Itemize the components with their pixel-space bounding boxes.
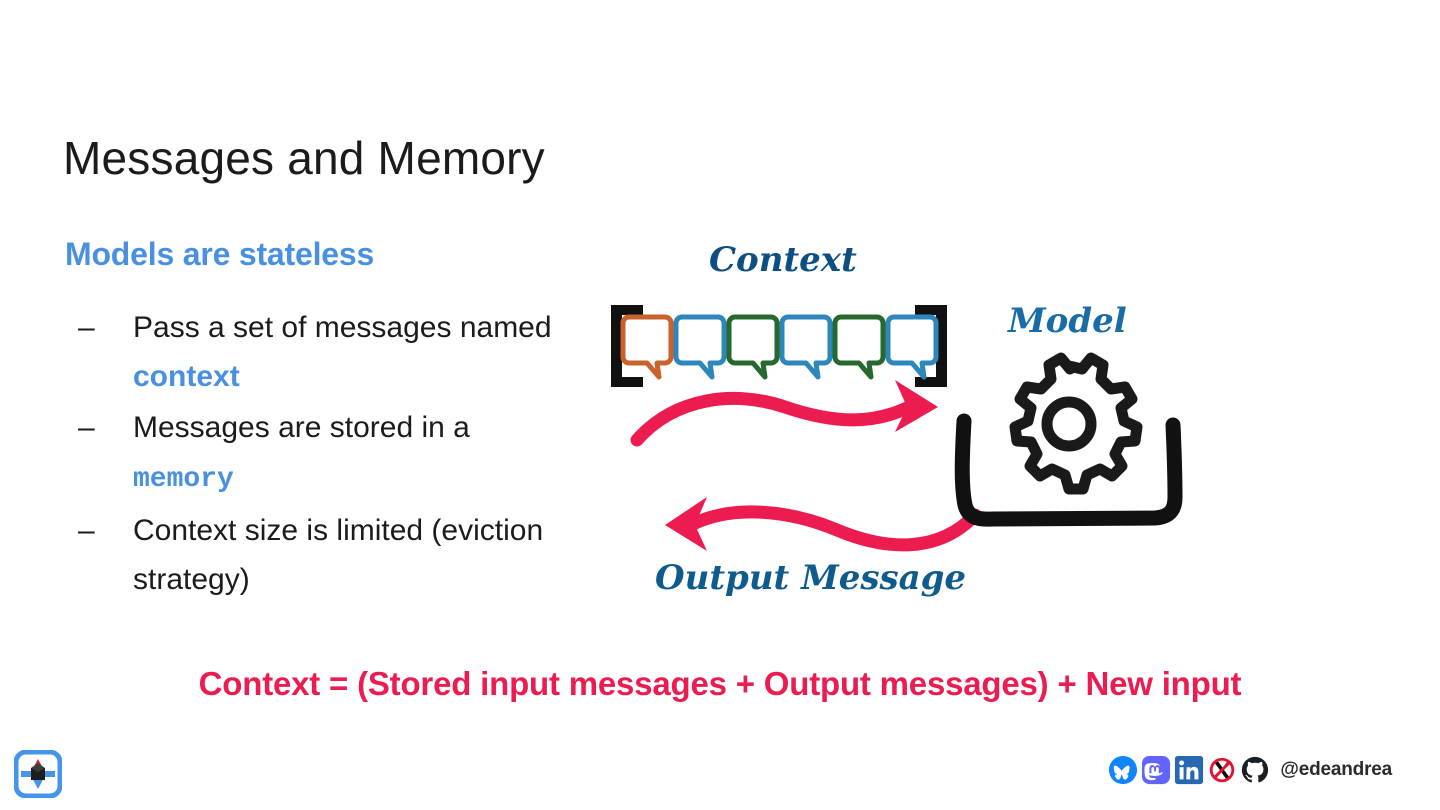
list-item: – Context size is limited (eviction stra… (78, 506, 578, 604)
quarkus-logo-icon (13, 749, 63, 799)
list-item: – Pass a set of messages named context (78, 303, 578, 401)
bullet-text: Context size is limited (eviction strate… (133, 514, 544, 596)
github-icon[interactable] (1240, 755, 1270, 785)
social-links: @edeandrea (1108, 755, 1392, 785)
message-bubble-blue (779, 314, 833, 380)
bullet-text-plain: Pass a set of messages named (133, 311, 552, 344)
x-twitter-crossed-out-icon[interactable] (1207, 755, 1237, 785)
message-bubble-green (726, 314, 780, 380)
bullet-marker: – (78, 514, 95, 547)
list-item: – Messages are stored in a memory (78, 403, 578, 504)
message-bubble-blue (673, 314, 727, 380)
bullet-text-plain: Messages are stored in a (133, 411, 470, 444)
context-model-diagram (595, 225, 1215, 615)
model-bracket-icon (954, 413, 1183, 527)
page-title: Messages and Memory (63, 132, 545, 184)
section-heading: Models are stateless (65, 236, 375, 272)
diagram-label-context: Context (709, 240, 857, 280)
diagram-label-output-message: Output Message (655, 558, 967, 598)
message-bubble-green (832, 314, 886, 380)
message-bubble-blue (885, 314, 939, 380)
bullet-marker: – (78, 411, 95, 444)
bluesky-icon[interactable] (1108, 755, 1138, 785)
social-handle: @edeandrea (1280, 759, 1392, 780)
left-bracket-icon (611, 305, 643, 387)
output-arrow-icon (684, 505, 982, 552)
input-arrow-icon (630, 392, 920, 447)
output-arrow-head-icon (665, 497, 707, 551)
right-bracket-icon (915, 305, 947, 387)
diagram-label-model: Model (1008, 301, 1127, 341)
message-bubble-orange (620, 314, 674, 380)
mastodon-icon[interactable] (1141, 755, 1171, 785)
input-arrow-head-icon (895, 380, 938, 432)
gear-icon (1009, 352, 1143, 495)
bullet-list: – Pass a set of messages named context –… (78, 303, 578, 606)
bullet-text: Pass a set of messages named context (133, 303, 578, 401)
bullet-highlight-context: context (133, 360, 240, 393)
bullet-marker: – (78, 311, 95, 344)
summary-formula: Context = (Stored input messages + Outpu… (198, 665, 1242, 702)
bullet-text: Messages are stored in a memory (133, 403, 578, 504)
linkedin-icon[interactable] (1174, 755, 1204, 785)
bullet-highlight-memory: memory (133, 464, 234, 495)
